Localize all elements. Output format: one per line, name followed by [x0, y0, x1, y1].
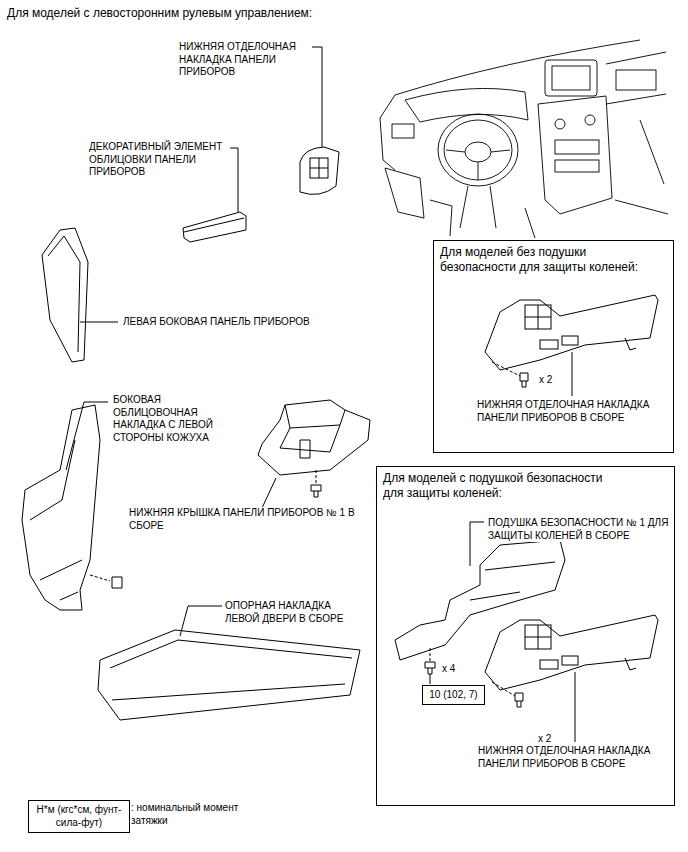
- leader-line: [572, 352, 573, 396]
- quantity-label: x 2: [538, 374, 553, 387]
- torque-value: 10 (102, 7): [428, 689, 478, 702]
- leader-line: [575, 672, 576, 742]
- part-label: БОКОВАЯ ОБЛИЦОВОЧНАЯ НАКЛАДКА С ЛЕВОЙ СТ…: [112, 394, 226, 444]
- quantity-label: x 2: [537, 733, 552, 746]
- variant-box: Для моделей без подушки безопасности для…: [433, 240, 674, 453]
- leader-line: [180, 606, 222, 636]
- cowl-trim-illustration: [22, 405, 122, 610]
- part-label: НИЖНЯЯ ОТДЕЛОЧНАЯ НАКЛАДКА ПАНЕЛИ ПРИБОР…: [476, 399, 670, 424]
- part-label: НИЖНЯЯ ОТДЕЛОЧНАЯ НАКЛАДКА ПАНЕЛИ ПРИБОР…: [477, 745, 671, 770]
- part-label: ОПОРНАЯ НАКЛАДКА ЛЕВОЙ ДВЕРИ В СБОРЕ: [224, 600, 356, 625]
- leader-line: [262, 478, 276, 508]
- dashboard-illustration: [380, 40, 668, 238]
- knee-airbag-illustration: [395, 540, 565, 684]
- lower-cover-illustration: [258, 400, 370, 497]
- leader-line: [80, 322, 118, 323]
- box-heading: Для моделей с подушкой безопасности для …: [382, 471, 624, 501]
- finish-panel-illustration: [300, 147, 339, 194]
- part-label: НИЖНЯЯ ОТДЕЛОЧНАЯ НАКЛАДКА ПАНЕЛИ ПРИБОР…: [178, 41, 312, 79]
- decorative-element-illustration: [183, 212, 246, 242]
- torque-unit: Н*м (кгс*см, фунт-сила-фут): [32, 804, 126, 829]
- variant-box: Для моделей с подушкой безопасности для …: [376, 466, 675, 806]
- part-label: ДЕКОРАТИВНЫЙ ЭЛЕМЕНТ ОБЛИЦОВКИ ПАНЕЛИ ПР…: [88, 141, 230, 179]
- legend-text: : номинальный момент затяжки: [130, 802, 252, 827]
- lower-finish-panel-illustration: [485, 615, 658, 707]
- torque-box: 10 (102, 7): [422, 685, 485, 705]
- leader-line: [470, 522, 484, 566]
- leader-line: [66, 402, 108, 470]
- part-label: ПОДУШКА БЕЗОПАСНОСТИ № 1 ДЛЯ ЗАЩИТЫ КОЛЕ…: [487, 517, 671, 542]
- part-label: НИЖНЯЯ КРЫШКА ПАНЕЛИ ПРИБОРОВ № 1 В СБОР…: [128, 507, 362, 532]
- scuff-plate-illustration: [98, 630, 360, 720]
- part-label: ЛЕВАЯ БОКОВАЯ ПАНЕЛЬ ПРИБОРОВ: [122, 316, 311, 329]
- side-panel-illustration: [42, 228, 88, 362]
- quantity-label: x 4: [441, 663, 456, 676]
- legend-box: Н*м (кгс*см, фунт-сила-фут): [28, 800, 130, 833]
- box-heading: Для моделей без подушки безопасности для…: [439, 245, 659, 275]
- diagram-title: Для моделей с левосторонним рулевым упра…: [6, 6, 313, 21]
